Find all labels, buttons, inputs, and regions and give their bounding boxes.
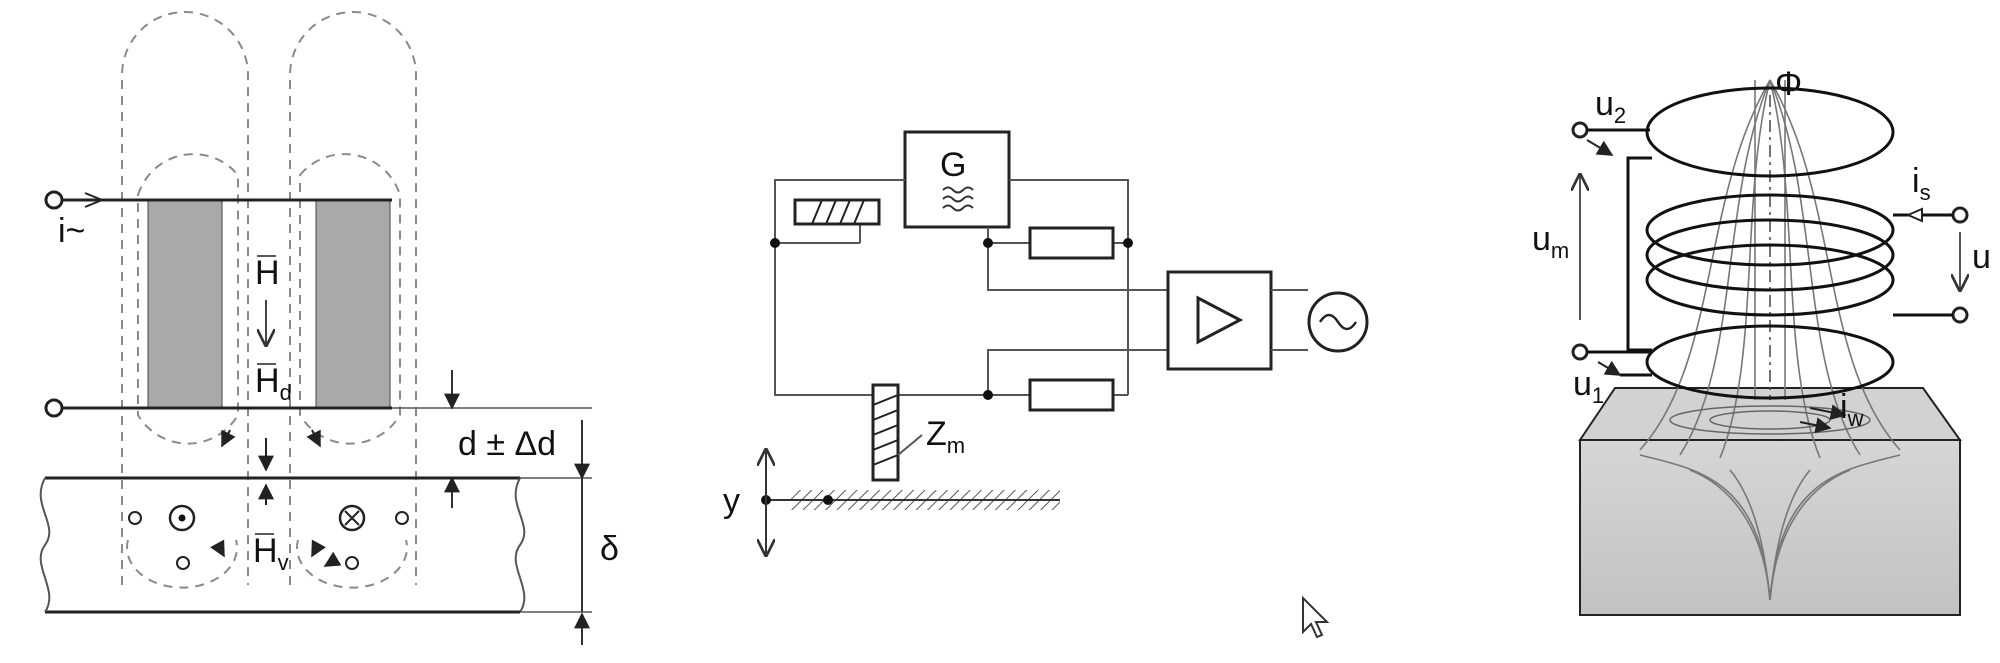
surface-eddy-arrow-icon [1809, 404, 1847, 421]
target-reference-point [823, 495, 833, 505]
transformer-probe-figure: u2 u1 um is u Φ iw [1532, 65, 1991, 616]
field-hv-label: Hv [253, 532, 289, 575]
pickup-coil-top [1645, 86, 1895, 178]
wire-top-right [1009, 179, 1129, 395]
u2-label: u2 [1595, 85, 1626, 128]
junction-node [770, 238, 780, 248]
terminal-bottom [44, 398, 64, 418]
junction-node [983, 390, 993, 400]
field-loop-outer-left [121, 11, 249, 585]
is-label: is [1912, 162, 1931, 205]
eddy-small-circle [345, 556, 359, 570]
reference-coil-windings [811, 199, 865, 225]
eddy-loop-right [296, 539, 408, 589]
surface-eddy-arrow-icon [1799, 417, 1832, 434]
impedance-label: Zm [926, 415, 965, 458]
eddy-dot-center [178, 514, 186, 522]
terminal-top [44, 190, 64, 210]
is-arrow-icon [1905, 207, 1923, 223]
eddy-arrow-icon [311, 539, 326, 558]
coil-core-right [315, 199, 391, 409]
impedance-leader-line [897, 434, 923, 456]
excitation-coil-ring [1645, 218, 1895, 292]
amplifier-triangle-icon [1196, 295, 1244, 345]
wire-top-loop [774, 179, 905, 243]
bridge-circuit-figure: G Zm [723, 130, 1369, 555]
plate-break-left [39, 477, 51, 613]
field-h-label: H [255, 254, 280, 292]
current-label: i~ [58, 212, 85, 250]
flux-label: Φ [1775, 65, 1802, 103]
junction-node [1123, 238, 1133, 248]
excitation-coil-ring [1645, 243, 1895, 317]
gap-arrow-left-icon [221, 429, 236, 448]
sensor-cross-section-figure: i~ H Hd Hv d [39, 11, 619, 645]
current-arrow-icon [84, 192, 105, 208]
reference-coil [793, 198, 881, 226]
measuring-coil-windings [872, 394, 899, 466]
amplifier-box [1166, 270, 1273, 371]
resistor-top [1028, 226, 1115, 260]
eddy-loop-left [126, 539, 238, 589]
u2-arrow-icon [1586, 139, 1614, 156]
displacement-label: y [723, 482, 740, 520]
generator-wave-icon [942, 186, 974, 212]
gap-dimension-label: d ± Δd [458, 425, 556, 463]
junction-node [983, 238, 993, 248]
eddy-cross-mark [344, 510, 360, 526]
field-loop-inner-right [299, 153, 401, 445]
field-hd-label: Hd [255, 362, 292, 405]
thickness-label: δ [600, 530, 619, 568]
plate-break-right [514, 477, 526, 613]
gap-arrow-right-icon [306, 429, 321, 448]
terminal-u2 [1571, 121, 1589, 139]
pickup-coil-bottom [1645, 324, 1895, 400]
lead-u2-return [1626, 156, 1652, 352]
ac-meter-wave [1318, 313, 1358, 331]
um-label: um [1532, 220, 1569, 263]
iw-label: iw [1840, 388, 1864, 431]
block-front-face [1579, 439, 1961, 616]
ui-label: u [1972, 238, 1991, 276]
eddy-arrow-icon [323, 551, 342, 567]
terminal-excitation-return [1951, 306, 1969, 324]
mouse-cursor-icon [1302, 595, 1330, 639]
terminal-is [1951, 206, 1969, 224]
excitation-coil-ring [1645, 193, 1895, 267]
terminal-u1 [1571, 343, 1589, 361]
wire-generator-node [987, 227, 1030, 244]
wire-to-amp-top [987, 243, 1168, 291]
surface-eddy-loop [1669, 405, 1871, 435]
wire-to-amp-bottom [987, 349, 1168, 395]
eddy-small-circle [395, 511, 409, 525]
generator-label: G [940, 146, 966, 184]
eddy-arrow-icon [210, 539, 225, 558]
u1-label: u1 [1573, 365, 1604, 408]
eddy-small-circle [176, 556, 190, 570]
coil-core-left [147, 199, 223, 409]
wire-node-down-left [774, 243, 875, 396]
field-loop-outer-right [289, 11, 417, 585]
eddy-small-circle [128, 511, 142, 525]
resistor-bottom [1028, 378, 1115, 412]
u1-arrow-icon [1597, 360, 1622, 376]
field-loop-inner-left [137, 153, 239, 445]
